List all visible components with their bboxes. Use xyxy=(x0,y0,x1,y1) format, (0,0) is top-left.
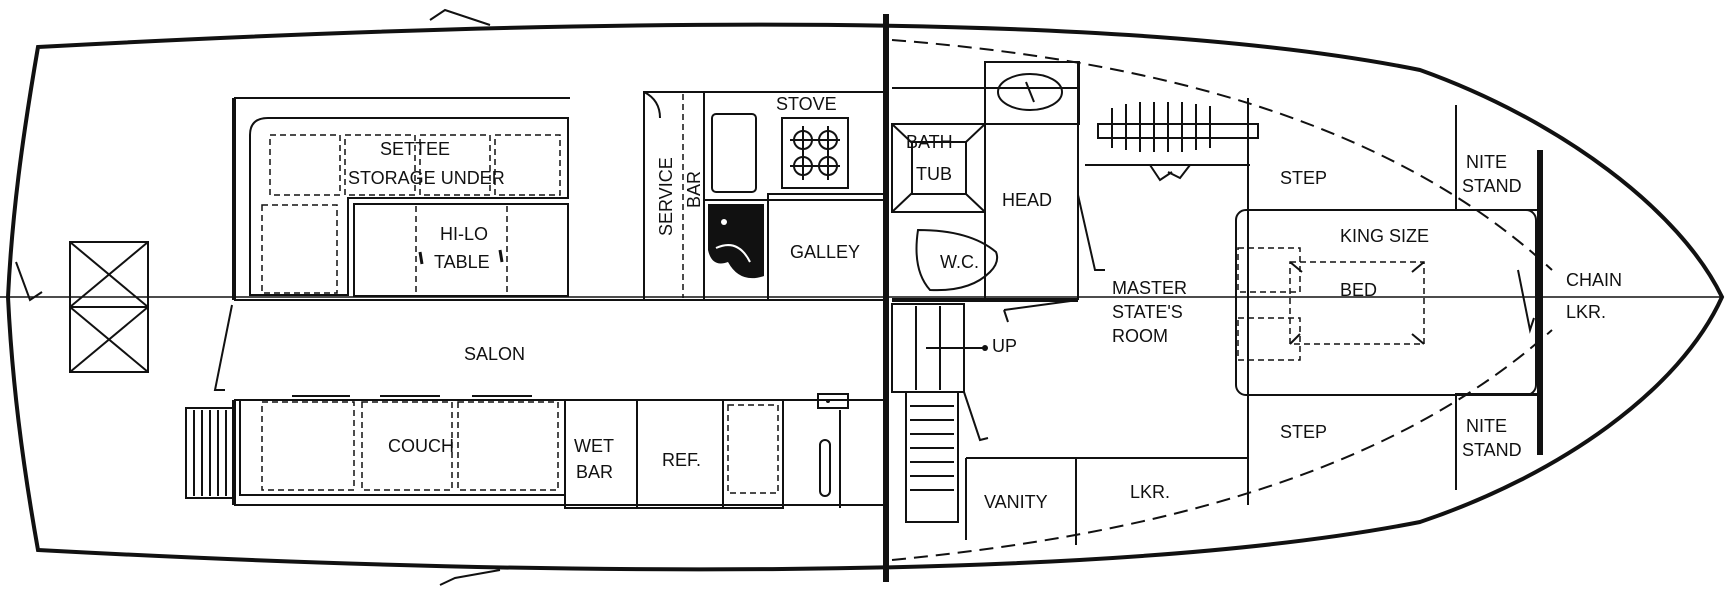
cleat-bottom xyxy=(439,569,501,586)
cleat-top xyxy=(429,8,491,26)
label-king-size: KING SIZE xyxy=(1340,226,1429,246)
stove[interactable] xyxy=(781,117,849,189)
label-hi-lo: HI-LO xyxy=(440,224,488,244)
label-service: SERVICE xyxy=(656,157,676,236)
chain-locker-door[interactable] xyxy=(1517,269,1535,334)
label-chain: CHAIN xyxy=(1566,270,1622,290)
label-room: ROOM xyxy=(1112,326,1168,346)
label-salon: SALON xyxy=(464,344,525,364)
label-bed: BED xyxy=(1340,280,1377,300)
label-vanity: VANITY xyxy=(984,492,1048,512)
boarding-steps[interactable] xyxy=(185,407,235,499)
hull-outline xyxy=(5,22,1725,572)
galley-door[interactable] xyxy=(817,393,849,508)
bath-tub[interactable] xyxy=(891,123,986,213)
hi-lo-table[interactable] xyxy=(353,203,569,297)
label-up: UP xyxy=(992,336,1017,356)
label-settee: SETTEE xyxy=(380,139,450,159)
galley-counter[interactable] xyxy=(703,91,887,301)
label-nite-lower: NITE xyxy=(1466,416,1507,436)
deck-hatch[interactable] xyxy=(69,241,149,373)
water-closet[interactable] xyxy=(915,228,999,292)
label-galley: GALLEY xyxy=(790,242,860,262)
stateroom-door-upper[interactable] xyxy=(1077,194,1105,271)
label-couch: COUCH xyxy=(388,436,454,456)
label-stand-lower: STAND xyxy=(1462,440,1522,460)
label-chain-lkr: LKR. xyxy=(1566,302,1606,322)
label-tub: TUB xyxy=(916,164,952,184)
label-states: STATE'S xyxy=(1112,302,1183,322)
king-size-bed[interactable] xyxy=(1235,209,1540,396)
forward-dashed-upper xyxy=(891,39,1553,271)
galley-cabinet[interactable] xyxy=(722,399,784,509)
label-lkr: LKR. xyxy=(1130,482,1170,502)
label-service-bar: BAR xyxy=(684,171,704,208)
forward-dashed-lower xyxy=(891,329,1553,561)
label-storage-under: STORAGE UNDER xyxy=(348,168,505,188)
companionway-stairs[interactable] xyxy=(891,303,989,523)
label-table: TABLE xyxy=(434,252,490,272)
label-step-upper: STEP xyxy=(1280,168,1327,188)
label-ref: REF. xyxy=(662,450,701,470)
label-stove: STOVE xyxy=(776,94,837,114)
label-bath: BATH xyxy=(906,132,953,152)
label-step-lower: STEP xyxy=(1280,422,1327,442)
label-nite-upper: NITE xyxy=(1466,152,1507,172)
label-wet-bar: BAR xyxy=(576,462,613,482)
hanging-locker[interactable] xyxy=(1085,102,1259,182)
label-wet: WET xyxy=(574,436,614,456)
salon-door[interactable] xyxy=(213,304,233,391)
settee[interactable] xyxy=(249,117,569,296)
label-stand-upper: STAND xyxy=(1462,176,1522,196)
label-head: HEAD xyxy=(1002,190,1052,210)
label-master: MASTER xyxy=(1112,278,1187,298)
stateroom-door-head[interactable] xyxy=(1003,299,1079,323)
label-wc: W.C. xyxy=(940,252,979,272)
aft-door-left[interactable] xyxy=(15,261,43,302)
